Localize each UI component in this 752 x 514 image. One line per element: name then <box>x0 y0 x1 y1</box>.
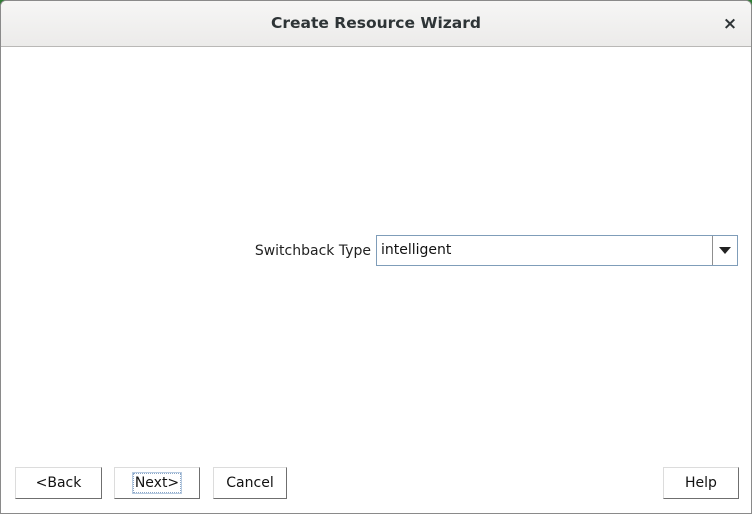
title-bar: Create Resource Wizard × <box>1 1 751 47</box>
help-button-label: Help <box>685 475 717 491</box>
close-icon: × <box>722 14 738 34</box>
back-button-label: <Back <box>35 475 82 491</box>
switchback-type-dropdown-button[interactable] <box>712 236 737 265</box>
close-button[interactable]: × <box>715 9 745 39</box>
switchback-type-value: intelligent <box>381 242 452 258</box>
dialog-title: Create Resource Wizard <box>270 14 482 32</box>
back-button[interactable]: <Back <box>15 467 102 499</box>
cancel-button[interactable]: Cancel <box>213 467 287 499</box>
chevron-down-icon <box>719 247 731 254</box>
wizard-content: Switchback Type intelligent <Back Next> … <box>1 47 751 513</box>
switchback-type-select[interactable]: intelligent <box>376 235 738 266</box>
help-button[interactable]: Help <box>663 467 739 499</box>
switchback-type-label: Switchback Type <box>254 243 371 259</box>
next-button[interactable]: Next> <box>114 467 200 499</box>
next-button-label: Next> <box>131 472 183 494</box>
cancel-button-label: Cancel <box>226 475 274 491</box>
